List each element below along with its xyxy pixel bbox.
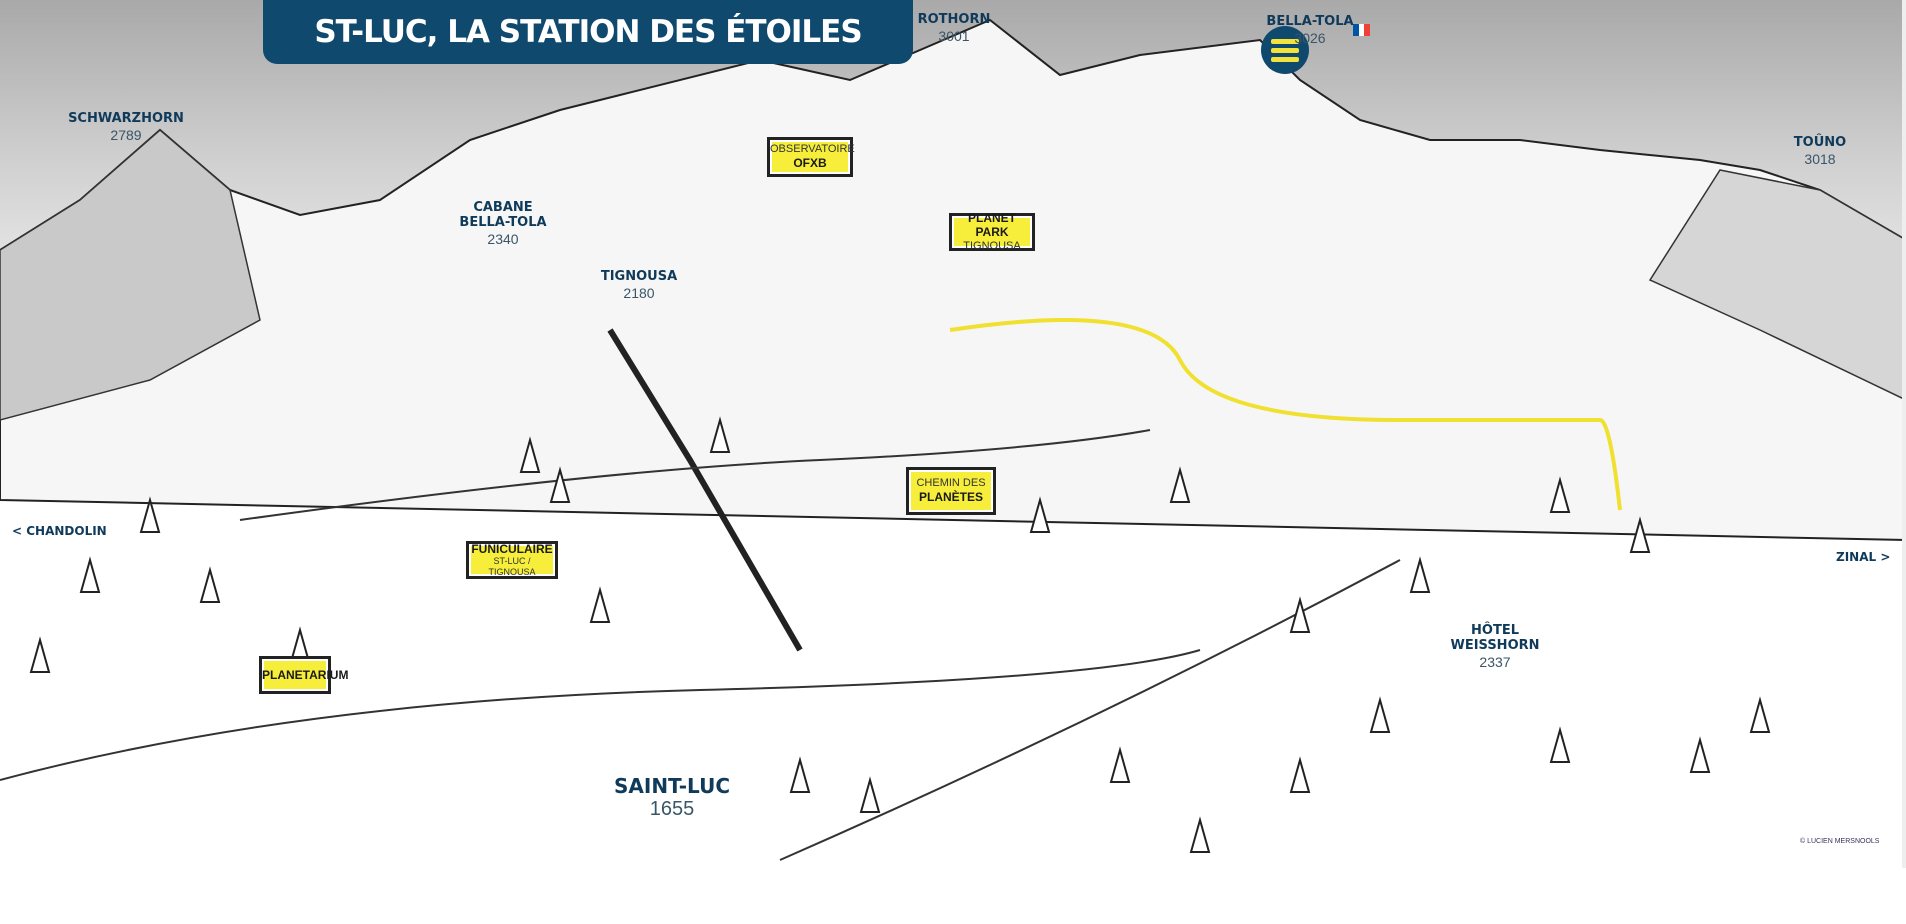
place-altitude: 2340 bbox=[487, 230, 519, 247]
tree-icon bbox=[1109, 746, 1131, 783]
place-cabane-bella-tola: CABANE BELLA-TOLA 2340 bbox=[459, 200, 547, 247]
tree-icon bbox=[1749, 696, 1771, 733]
tree-icon bbox=[789, 756, 811, 793]
tree-icon bbox=[1549, 476, 1571, 513]
planet-trail bbox=[949, 318, 1622, 511]
sign-text: CHEMIN DES bbox=[916, 477, 986, 490]
tree-icon bbox=[1169, 466, 1191, 503]
peak-altitude: 3018 bbox=[1804, 150, 1836, 167]
tree-icon bbox=[589, 586, 611, 623]
tree-icon bbox=[139, 496, 161, 533]
sign-text: ST-LUC / TIGNOUSA bbox=[488, 556, 536, 578]
sign-planet-park: PLANET PARK TIGNOUSA bbox=[949, 211, 1035, 252]
peak-altitude: 2789 bbox=[110, 126, 142, 143]
sign-text: PLANETARIUM bbox=[262, 667, 349, 682]
tree-icon bbox=[859, 776, 881, 813]
path bbox=[239, 429, 1151, 521]
tree-icon bbox=[1029, 496, 1051, 533]
tree-icon bbox=[709, 416, 731, 453]
peak-rothorn: ROTHORN 3001 bbox=[917, 12, 991, 44]
tree-icon bbox=[549, 466, 571, 503]
tree-icon bbox=[519, 436, 541, 473]
place-altitude: 1655 bbox=[649, 798, 695, 820]
place-altitude: 2337 bbox=[1479, 653, 1511, 670]
sign-text: OFXB bbox=[793, 156, 827, 171]
place-name: CABANE bbox=[473, 200, 533, 215]
peak-name: TOÛNO bbox=[1793, 135, 1847, 150]
sign-text: PLANÈTES bbox=[918, 490, 983, 505]
sign-text: PLANET PARK bbox=[968, 211, 1016, 240]
tree-icon bbox=[1189, 816, 1211, 853]
sign-chemin-des-planetes: CHEMIN DES PLANÈTES bbox=[906, 467, 996, 515]
tree-icon bbox=[1549, 726, 1571, 763]
place-altitude: 2180 bbox=[623, 284, 655, 301]
peak-name: SCHWARZHORN bbox=[68, 111, 184, 126]
peak-altitude: 3026 bbox=[1294, 29, 1326, 46]
peak-name: ROTHORN bbox=[917, 12, 991, 27]
peak-name: BELLA-TOLA bbox=[1266, 14, 1354, 29]
tree-icon bbox=[1289, 756, 1311, 793]
scrollbar[interactable] bbox=[1902, 0, 1906, 868]
direction-chandolin: < CHANDOLIN bbox=[12, 524, 107, 538]
place-name: SAINT-LUC bbox=[613, 774, 731, 798]
tree-icon bbox=[1689, 736, 1711, 773]
place-name: BELLA-TOLA bbox=[459, 214, 547, 230]
tree-icon bbox=[199, 566, 221, 603]
sign-planetarium: PLANETARIUM bbox=[259, 656, 349, 694]
tree-icon bbox=[29, 636, 51, 673]
funicular-track bbox=[607, 328, 803, 652]
path2 bbox=[0, 649, 1201, 781]
direction-zinal: ZINAL > bbox=[1836, 550, 1891, 564]
sign-text: FUNICULAIRE bbox=[471, 542, 553, 557]
page-title: ST-LUC, LA STATION DES ÉTOILES bbox=[263, 0, 913, 64]
peak-touno: TOÛNO 3018 bbox=[1793, 135, 1847, 167]
place-tignousa: TIGNOUSA 2180 bbox=[600, 269, 678, 301]
tree-icon bbox=[1369, 696, 1391, 733]
place-name: WEISSHORN bbox=[1450, 637, 1540, 653]
peak-bella-tola: BELLA-TOLA 3026 bbox=[1266, 14, 1354, 46]
sign-text: OBSERVATOIRE bbox=[770, 143, 855, 156]
mountain-shade bbox=[0, 129, 261, 421]
mountain-range bbox=[0, 18, 1906, 542]
tree-icon bbox=[79, 556, 101, 593]
sign-text: TIGNOUSA bbox=[963, 239, 1021, 252]
mountain-shade-right bbox=[1648, 169, 1906, 401]
sign-observatoire: OBSERVATOIRE OFXB bbox=[767, 137, 855, 177]
tree-icon bbox=[1409, 556, 1431, 593]
illustration-credit: © LUCIEN MERSNOOLS bbox=[1800, 838, 1880, 845]
sign-funiculaire: FUNICULAIRE ST-LUC / TIGNOUSA bbox=[466, 541, 558, 579]
hamburger-icon[interactable] bbox=[1261, 26, 1309, 74]
map-drawing bbox=[0, 18, 1906, 861]
place-name: HÔTEL bbox=[1471, 623, 1519, 638]
peak-schwarzhorn: SCHWARZHORN 2789 bbox=[68, 111, 184, 143]
place-name: TIGNOUSA bbox=[600, 269, 678, 284]
road bbox=[779, 559, 1401, 861]
illustrated-map bbox=[0, 0, 1906, 868]
place-hotel-weisshorn: HÔTEL WEISSHORN 2337 bbox=[1450, 623, 1540, 670]
peak-altitude: 3001 bbox=[938, 27, 970, 44]
french-flag-icon[interactable] bbox=[1353, 24, 1371, 36]
tree-icon bbox=[1289, 596, 1311, 633]
place-saint-luc: SAINT-LUC 1655 bbox=[614, 775, 730, 821]
tree-icon bbox=[1629, 516, 1651, 553]
